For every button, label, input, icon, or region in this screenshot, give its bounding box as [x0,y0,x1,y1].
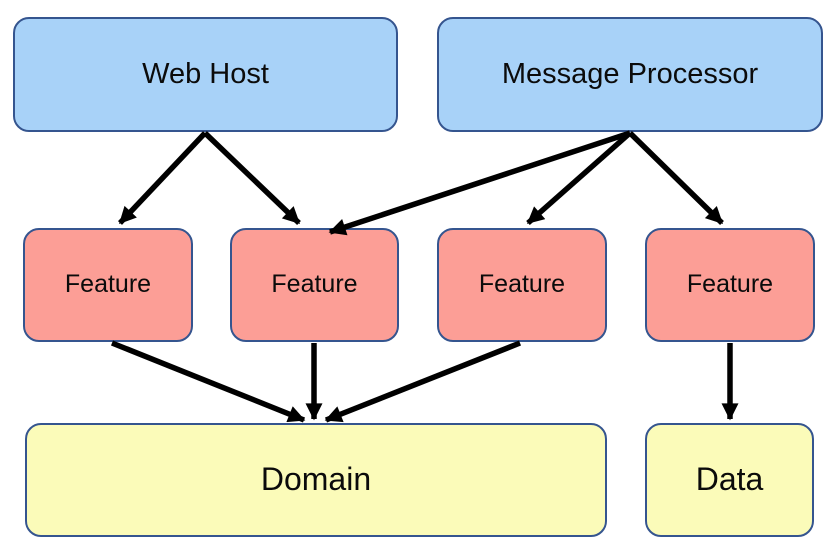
node-data: Data [645,423,814,537]
node-data-label: Data [695,461,764,498]
node-feature-4: Feature [645,228,815,342]
edge-message-processor-to-feature-3 [526,130,632,226]
edge-message-processor-to-feature-4 [628,131,724,225]
node-feature-2: Feature [230,228,399,342]
node-domain: Domain [25,423,607,537]
node-feature-4-label: Feature [686,270,774,299]
node-feature-1: Feature [23,228,193,342]
node-message-processor: Message Processor [437,17,823,132]
edge-feature-3-to-domain [324,340,522,423]
node-feature-3-label: Feature [478,270,566,299]
node-message-processor-label: Message Processor [501,57,759,90]
node-feature-1-label: Feature [64,270,152,299]
edge-web-host-to-feature-2 [203,131,301,225]
edge-message-processor-to-feature-2 [328,130,631,236]
node-domain-label: Domain [260,461,372,498]
node-feature-2-label: Feature [271,270,358,299]
edge-feature-1-to-domain [110,340,306,423]
node-web-host-label: Web Host [142,57,269,90]
node-feature-3: Feature [437,228,607,342]
node-web-host: Web Host [13,17,398,132]
edge-web-host-to-feature-1 [118,131,207,225]
